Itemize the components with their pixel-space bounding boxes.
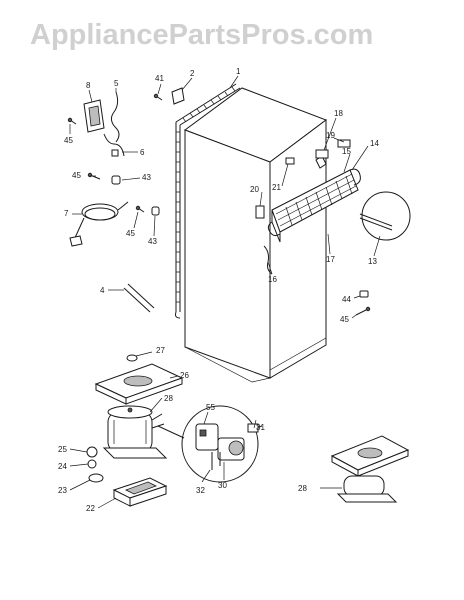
callout-23: 23: [58, 486, 67, 495]
bracket: [171, 87, 185, 105]
drain-pan: [94, 363, 184, 405]
watermark-text: AppliancePartsPros.com: [30, 19, 373, 51]
callout-14: 14: [370, 139, 379, 148]
callout-32: 32: [196, 486, 205, 495]
clip-upper: [111, 175, 121, 185]
callout-4: 4: [100, 286, 105, 295]
power-cord: [69, 201, 129, 247]
callout-30: 30: [218, 481, 227, 490]
cabinet-shell: [183, 87, 328, 383]
compressor-clip: [88, 473, 104, 483]
callout-55: 55: [206, 403, 215, 412]
screw-right-lower: [355, 306, 371, 316]
callout-43-upper: 43: [142, 173, 151, 182]
callout-43-lower: 43: [148, 237, 157, 246]
compressor: [102, 405, 168, 459]
callout-25: 25: [58, 445, 67, 454]
callout-21: 21: [272, 183, 281, 192]
callout-13: 13: [368, 257, 377, 266]
callout-15: 15: [342, 147, 351, 156]
screw-right-upper: [359, 290, 369, 298]
drain-pan-assembly: [330, 435, 410, 503]
callout-45-mid: 45: [72, 171, 81, 180]
defrost-heater: [359, 191, 411, 241]
callout-8: 8: [86, 81, 91, 90]
callout-45-cord: 45: [126, 229, 135, 238]
callout-44: 44: [342, 295, 351, 304]
thermostat-housing: [83, 99, 105, 133]
callout-5: 5: [114, 79, 119, 88]
drain-tube: [123, 283, 155, 313]
cold-control: [103, 133, 125, 157]
callout-26: 26: [180, 371, 189, 380]
clip-evaporator: [285, 157, 295, 165]
callout-31: 31: [256, 423, 265, 432]
callout-7: 7: [64, 209, 69, 218]
relay-inset: [157, 405, 263, 483]
thermal-fuse: [337, 139, 351, 148]
callout-28-pan: 28: [298, 484, 307, 493]
callout-18: 18: [334, 109, 343, 118]
callout-45-top: 45: [64, 136, 73, 145]
callout-16: 16: [268, 275, 277, 284]
compressor-mount: [112, 477, 168, 507]
callout-41: 41: [155, 74, 164, 83]
callout-45-right: 45: [340, 315, 349, 324]
callout-numbers: 1 2 41 8 5 45 6 45 43 7 45 43 4 18 19 14…: [58, 67, 379, 513]
drain-heater: [255, 205, 265, 219]
screw-cord: [135, 205, 145, 213]
screw-top: [153, 93, 163, 101]
defrost-terminator: [315, 149, 329, 159]
wire-harness: [110, 91, 120, 143]
clip-lower: [151, 206, 160, 216]
callout-19: 19: [326, 131, 335, 140]
compressor-washer: [87, 459, 97, 469]
leader-lines: [69, 75, 381, 509]
callout-1: 1: [236, 67, 241, 76]
compressor-grommet: [86, 446, 98, 458]
callout-6: 6: [140, 148, 145, 157]
callout-24: 24: [58, 462, 67, 471]
callout-22: 22: [86, 504, 95, 513]
callout-27: 27: [156, 346, 165, 355]
grommet: [126, 354, 138, 362]
callout-2: 2: [190, 69, 195, 78]
callout-20: 20: [250, 185, 259, 194]
callout-28-compressor: 28: [164, 394, 173, 403]
callout-17: 17: [326, 255, 335, 264]
condenser-coil: [175, 83, 241, 319]
screw-left-top: [67, 117, 77, 125]
